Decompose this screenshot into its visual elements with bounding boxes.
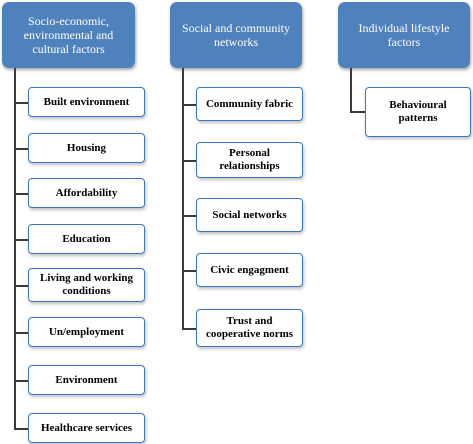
column-1-connector-spine (14, 68, 16, 429)
column-1-header: Socio-economic, environmental and cultur… (2, 2, 135, 68)
column-1-item-unemployment: Un/employment (28, 317, 145, 347)
column-1-connector-branch (14, 148, 28, 150)
column-2-connector-branch (182, 270, 196, 272)
column-1-item-healthcare-services: Healthcare services (28, 413, 145, 443)
column-1-connector-branch (14, 285, 28, 287)
column-1-connector-branch (14, 102, 28, 104)
column-2-connector-branch (182, 160, 196, 162)
column-2-item-social-networks: Social networks (196, 198, 303, 232)
column-3-item-behavioural-patterns: Behavioural patterns (365, 87, 471, 137)
column-2-item-trust-cooperative-norms: Trust and cooperative norms (196, 309, 303, 347)
column-1-connector-branch (14, 428, 28, 430)
column-1-item-housing: Housing (28, 133, 145, 163)
column-2-item-personal-relationships: Personal relationships (196, 142, 303, 178)
column-1-item-environment: Environment (28, 365, 145, 395)
column-2-connector-spine (182, 68, 184, 330)
column-3-header: Individual lifestyle factors (338, 2, 470, 68)
column-1-connector-branch (14, 193, 28, 195)
column-1-item-affordability: Affordability (28, 178, 145, 208)
column-3-connector-spine (350, 68, 352, 112)
column-2-connector-branch (182, 328, 196, 330)
column-2-item-community-fabric: Community fabric (196, 87, 303, 121)
column-1-connector-branch (14, 239, 28, 241)
column-2-item-civic-engagment: Civic engagment (196, 253, 303, 287)
column-3-connector-branch (350, 111, 365, 113)
column-2-connector-branch (182, 215, 196, 217)
column-1-item-education: Education (28, 224, 145, 254)
column-1-item-built-environment: Built environment (28, 87, 145, 117)
column-1-connector-branch (14, 380, 28, 382)
column-1-connector-branch (14, 332, 28, 334)
column-1-item-living-working-conditions: Living and working conditions (28, 268, 145, 302)
column-2-header: Social and community networks (170, 2, 302, 68)
column-2-connector-branch (182, 104, 196, 106)
